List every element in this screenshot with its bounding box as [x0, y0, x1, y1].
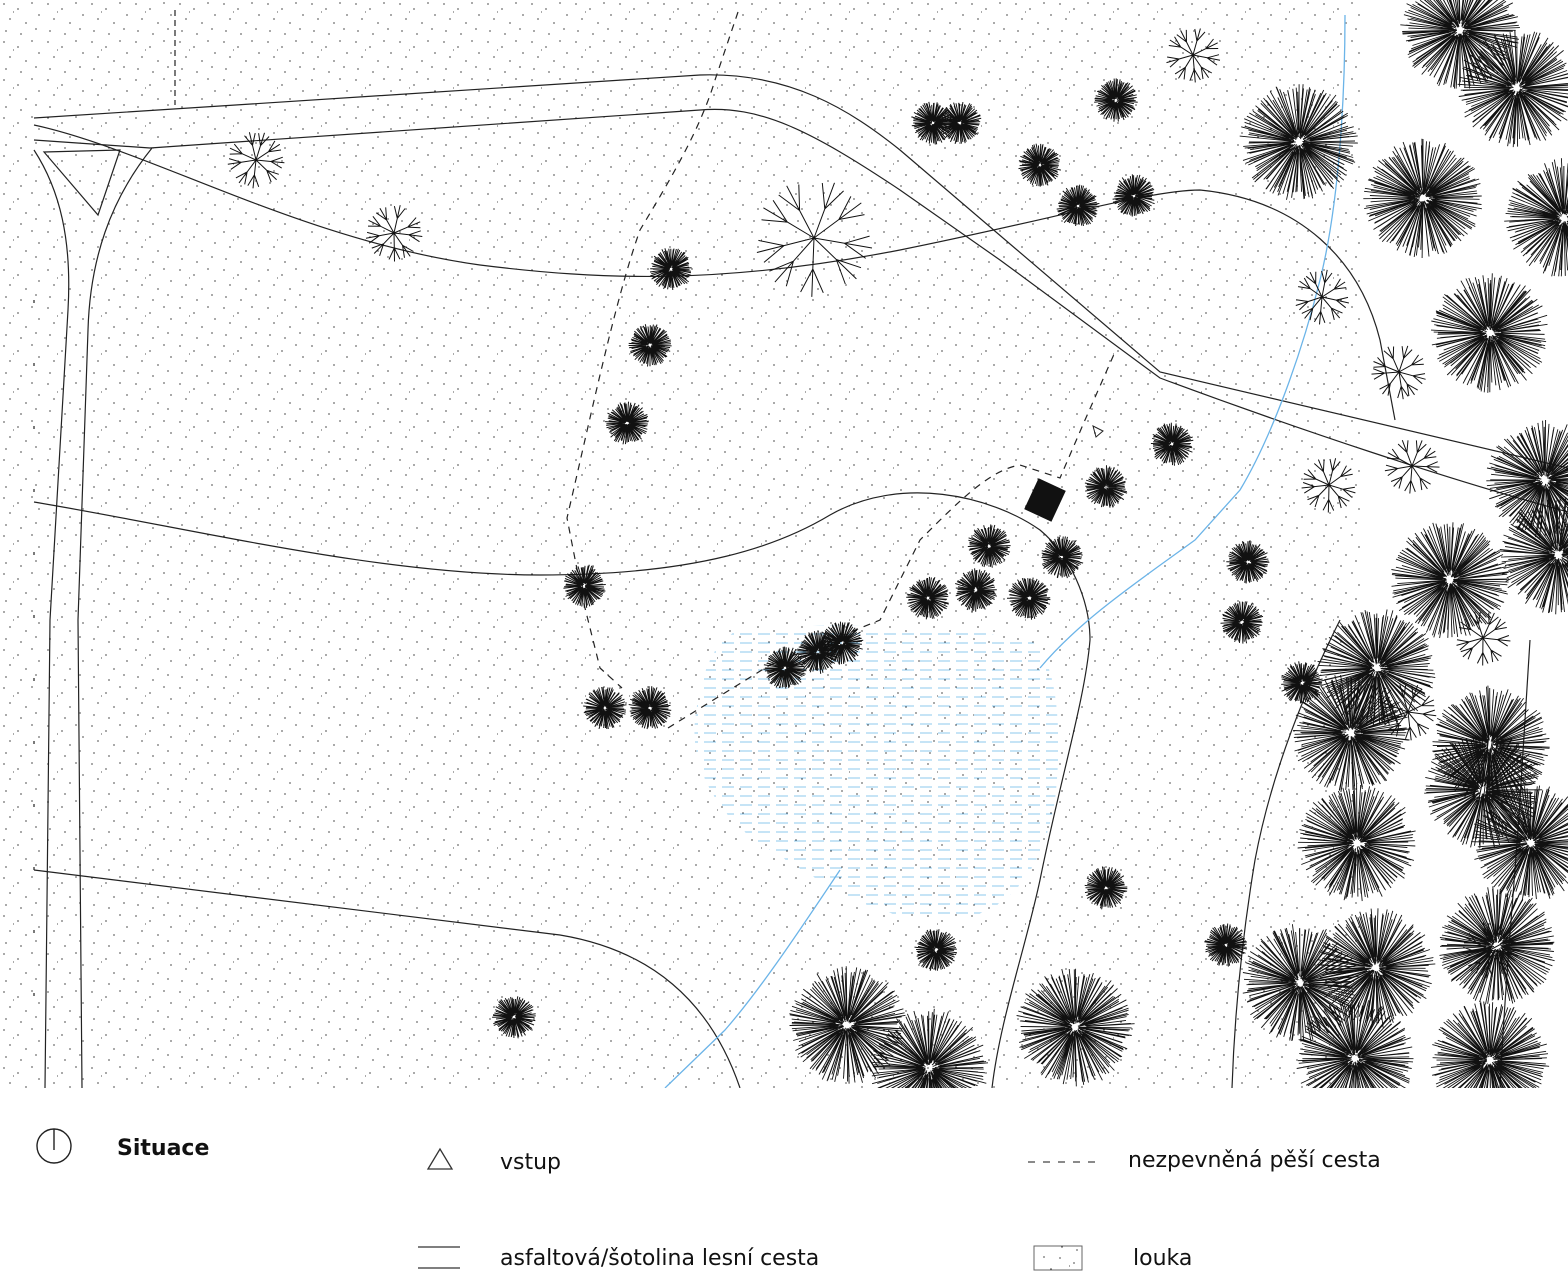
legend-meadow-label: louka — [1133, 1246, 1193, 1271]
tree-symbol — [1363, 138, 1482, 259]
tree-symbol — [1430, 273, 1548, 393]
tree-symbol — [1439, 886, 1555, 1005]
tree-symbol — [871, 1008, 989, 1088]
deciduous-tree-symbol — [1380, 684, 1437, 741]
road-top-a — [33, 74, 1568, 469]
double-line-icon — [418, 1246, 460, 1269]
wetland-area — [694, 625, 1059, 921]
entrance-marker — [1092, 425, 1104, 438]
deciduous-tree-symbol — [1301, 458, 1356, 513]
tree-symbol — [1041, 536, 1084, 579]
deciduous-tree-symbol — [1456, 611, 1511, 666]
tree-symbol — [820, 621, 864, 665]
tree-symbol — [1239, 84, 1358, 200]
footpath-1 — [566, 11, 739, 689]
tree-symbol — [1471, 785, 1568, 901]
meadow-area — [0, 0, 1360, 1088]
deciduous-tree-symbol — [756, 182, 873, 297]
tree-symbol — [628, 324, 672, 367]
tree-symbol — [492, 996, 536, 1039]
tree-symbol — [1430, 1001, 1550, 1088]
triangle-outline-icon — [426, 1147, 454, 1170]
tree-symbol — [1296, 998, 1414, 1088]
road-fork — [42, 149, 121, 217]
contour-2 — [33, 492, 1091, 1088]
tree-symbol — [1016, 968, 1135, 1087]
tree-symbol — [1056, 184, 1100, 227]
tree-symbol — [1504, 158, 1568, 277]
tree-symbol — [955, 568, 998, 612]
tree-symbol — [1084, 866, 1128, 910]
trees-layer — [227, 0, 1568, 1088]
tree-symbol — [1297, 783, 1416, 902]
tree-symbol — [1006, 577, 1051, 620]
creek-2 — [664, 869, 841, 1088]
tree-symbol — [938, 102, 982, 145]
tree-symbol — [628, 686, 672, 730]
tree-symbol — [1018, 143, 1062, 187]
deciduous-tree-symbol — [1371, 345, 1426, 400]
tree-symbol — [1281, 661, 1323, 704]
deciduous-tree-symbol — [1384, 440, 1440, 494]
deciduous-tree-symbol — [365, 205, 423, 262]
tree-symbol — [1400, 0, 1520, 89]
tree-symbol — [1220, 601, 1264, 644]
building — [1024, 478, 1066, 522]
deciduous-tree-symbol — [1461, 922, 1519, 979]
tree-symbol — [563, 564, 606, 608]
legend-footpath-label: nezpevněná pěší cesta — [1128, 1148, 1381, 1173]
tree-symbol — [789, 966, 906, 1084]
tree-symbol — [1293, 674, 1410, 793]
tree-symbol — [605, 401, 649, 445]
tree-symbol — [914, 929, 957, 971]
tree-symbol — [583, 686, 627, 730]
legend-road-label: asfaltová/šotolina lesní cesta — [500, 1246, 820, 1271]
footpath-2 — [667, 351, 1116, 729]
contour-4 — [1231, 619, 1341, 1088]
map-title: Situace — [117, 1136, 210, 1161]
creek-1 — [1039, 14, 1346, 669]
tree-symbol — [1391, 522, 1510, 639]
tree-symbol — [1498, 496, 1568, 615]
tree-symbol — [1226, 540, 1270, 584]
road-top-b — [33, 108, 1568, 513]
legend-entrance-label: vstup — [500, 1150, 562, 1175]
tree-symbol — [1094, 78, 1138, 122]
north-arrow-icon — [36, 1128, 72, 1164]
deciduous-tree-symbol — [1166, 28, 1221, 83]
tree-symbol — [1084, 465, 1128, 508]
road-left-b — [77, 147, 153, 1088]
contour-3 — [33, 869, 741, 1088]
tree-symbol — [1457, 30, 1568, 148]
deciduous-tree-symbol — [227, 132, 285, 189]
stipple-square-icon — [1033, 1245, 1083, 1271]
road-left-a — [33, 149, 70, 1088]
tree-symbol — [649, 248, 692, 291]
tree-symbol — [1242, 924, 1359, 1042]
tree-symbol — [1204, 923, 1248, 967]
tree-symbol — [1150, 422, 1194, 466]
deciduous-tree-symbol — [1295, 269, 1350, 325]
tree-symbol — [967, 524, 1011, 568]
tree-symbol — [763, 646, 807, 689]
tree-symbol — [1112, 174, 1155, 217]
tree-symbol — [906, 576, 949, 620]
